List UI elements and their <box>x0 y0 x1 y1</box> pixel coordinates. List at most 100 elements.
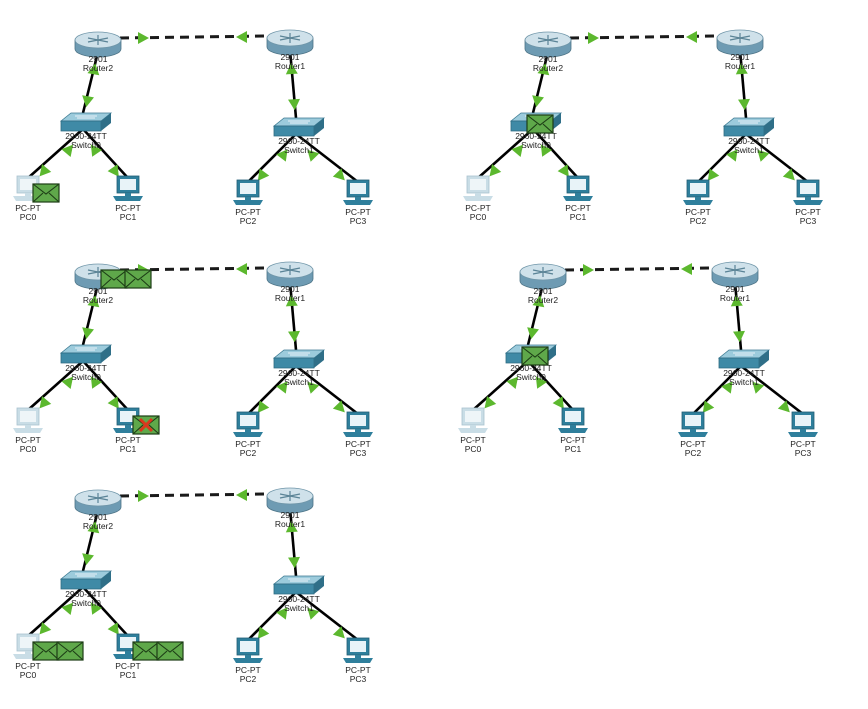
switch-icon[interactable] <box>722 117 776 137</box>
envelope-pdu-icon[interactable] <box>32 641 60 661</box>
pc-name-label: PC3 <box>795 448 812 458</box>
router-icon[interactable] <box>711 261 759 288</box>
router-model-label: 2901 <box>726 284 745 294</box>
link-switch1-pc3 <box>740 364 804 416</box>
envelope-pdu-icon[interactable] <box>132 641 160 661</box>
pc-icon[interactable] <box>463 175 493 201</box>
pc-icon[interactable] <box>678 411 708 437</box>
router-name-label: Router2 <box>528 295 559 305</box>
pc-icon[interactable] <box>113 175 143 201</box>
link-up-triangle-icon <box>733 330 745 343</box>
link-up-triangle-icon <box>782 168 795 181</box>
pc-icon[interactable] <box>13 407 43 433</box>
switch-name-label: Switch1 <box>284 603 314 613</box>
router-arrows <box>279 33 301 43</box>
pc-keyboard <box>13 428 43 433</box>
router-icon[interactable] <box>524 31 572 58</box>
switch-icon[interactable] <box>272 349 326 369</box>
router-arrows <box>87 35 109 45</box>
pc-icon[interactable] <box>343 179 373 205</box>
pc-icon[interactable] <box>343 637 373 663</box>
router-icon[interactable] <box>74 489 122 516</box>
pc-icon[interactable] <box>233 179 263 205</box>
router-icon[interactable] <box>266 261 314 288</box>
pc-stand <box>470 425 476 428</box>
envelope-pdu-icon[interactable] <box>526 114 554 134</box>
switch-arrows <box>288 120 310 124</box>
pc-keyboard <box>793 200 823 205</box>
link-up-triangle-icon <box>721 381 733 394</box>
pc-name-label: PC3 <box>800 216 817 226</box>
pc-keyboard <box>683 200 713 205</box>
pc-name-label: PC0 <box>465 444 482 454</box>
pc-screen <box>795 415 811 426</box>
pc-name-label: PC1 <box>120 670 137 680</box>
switch-icon[interactable] <box>717 349 771 369</box>
pc-stand <box>800 429 806 432</box>
pc-model-label: PC-PT <box>235 665 261 675</box>
router-model-label: 2901 <box>281 284 300 294</box>
pc-name-label: PC1 <box>120 212 137 222</box>
link-up-triangle-icon <box>583 264 594 276</box>
link-switch0-pc0 <box>472 360 529 411</box>
link-up-triangle-icon <box>61 376 74 389</box>
pc-icon[interactable] <box>683 179 713 205</box>
router-icon[interactable] <box>716 29 764 56</box>
envelope-flap <box>521 346 549 366</box>
pc-icon[interactable] <box>793 179 823 205</box>
link-up-triangle-icon <box>276 149 288 162</box>
link-up-triangle-icon <box>90 602 103 615</box>
router-name-label: Router1 <box>275 293 306 303</box>
switch-icon[interactable] <box>59 344 113 364</box>
switch-icon[interactable] <box>59 570 113 590</box>
link-up-triangle-icon <box>39 622 52 635</box>
envelope-pdu-icon[interactable] <box>156 641 184 661</box>
pc-icon[interactable] <box>233 637 263 663</box>
pc-icon[interactable] <box>343 411 373 437</box>
link-up-triangle-icon <box>61 144 74 157</box>
link-up-triangle-icon <box>757 149 770 162</box>
router-name-label: Router1 <box>725 61 756 71</box>
router-arrows <box>729 33 751 43</box>
router-icon[interactable] <box>266 29 314 56</box>
link-switch0-pc1 <box>82 360 129 411</box>
pc-icon[interactable] <box>788 411 818 437</box>
switch-name-label: Switch1 <box>284 145 314 155</box>
envelope-pdu-icon[interactable] <box>521 346 549 366</box>
envelope-pdu-icon[interactable] <box>56 641 84 661</box>
router-icon[interactable] <box>266 487 314 514</box>
switch-icon[interactable] <box>272 117 326 137</box>
router-arrows <box>87 493 109 503</box>
pc-icon[interactable] <box>458 407 488 433</box>
switch-model-label: 2960-24TT <box>65 589 107 599</box>
link-up-triangle-icon <box>489 164 502 177</box>
pc-icon[interactable] <box>233 411 263 437</box>
pc-screen <box>20 411 36 422</box>
link-switch1-pc3 <box>295 132 359 184</box>
pc-screen <box>350 415 366 426</box>
pc-name-label: PC2 <box>685 448 702 458</box>
envelope-pdu-icon[interactable] <box>32 183 60 203</box>
router-name-label: Router1 <box>275 519 306 529</box>
switch-icon[interactable] <box>272 575 326 595</box>
link-up-triangle-icon <box>236 263 247 275</box>
envelope-pdu-icon[interactable] <box>124 269 152 289</box>
link-up-triangle-icon <box>288 556 300 569</box>
switch-icon[interactable] <box>59 112 113 132</box>
failed-pdu-envelope-icon[interactable] <box>132 415 160 435</box>
envelope-pdu-icon[interactable] <box>100 269 128 289</box>
pc-screen <box>565 411 581 422</box>
pc-screen <box>20 637 36 648</box>
pc-icon[interactable] <box>563 175 593 201</box>
link-up-triangle-icon <box>484 396 497 409</box>
link-up-triangle-icon <box>39 396 52 409</box>
link-up-triangle-icon <box>738 98 750 111</box>
router-icon[interactable] <box>519 263 567 290</box>
envelope-flap <box>32 183 60 203</box>
link-up-triangle-icon <box>87 295 100 308</box>
router-icon[interactable] <box>74 31 122 58</box>
switch-front <box>60 352 102 364</box>
pc-icon[interactable] <box>558 407 588 433</box>
